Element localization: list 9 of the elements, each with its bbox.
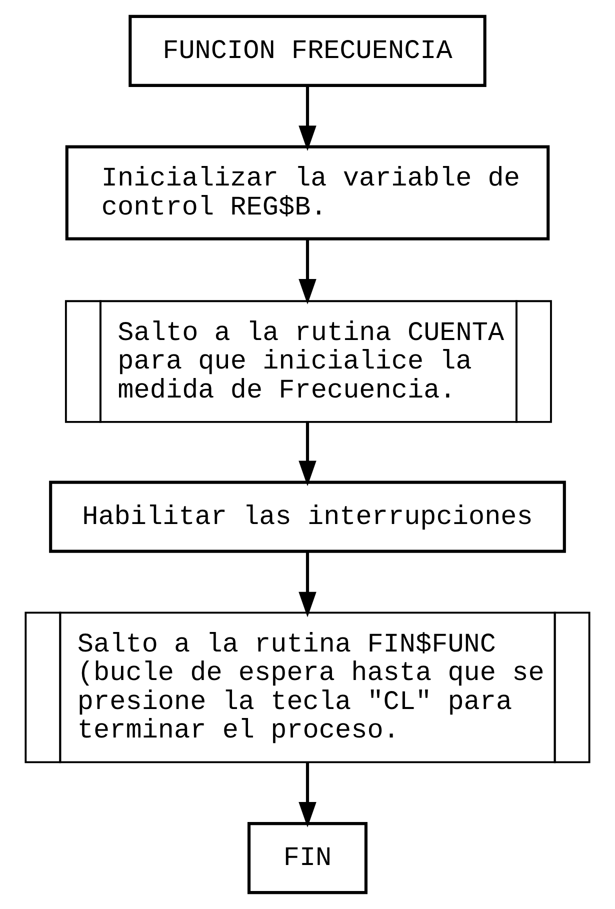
arrow — [298, 240, 316, 304]
arrow — [298, 420, 316, 486]
node-box: Inicializar la variable de control REG$B. — [65, 145, 550, 240]
node-box: FUNCION FRECUENCIA — [128, 14, 486, 87]
node-box: Habilitar las interrupciones — [49, 480, 566, 553]
node-box: FIN — [248, 822, 368, 894]
arrow — [298, 762, 316, 828]
arrow — [298, 552, 316, 618]
arrow — [298, 86, 316, 152]
